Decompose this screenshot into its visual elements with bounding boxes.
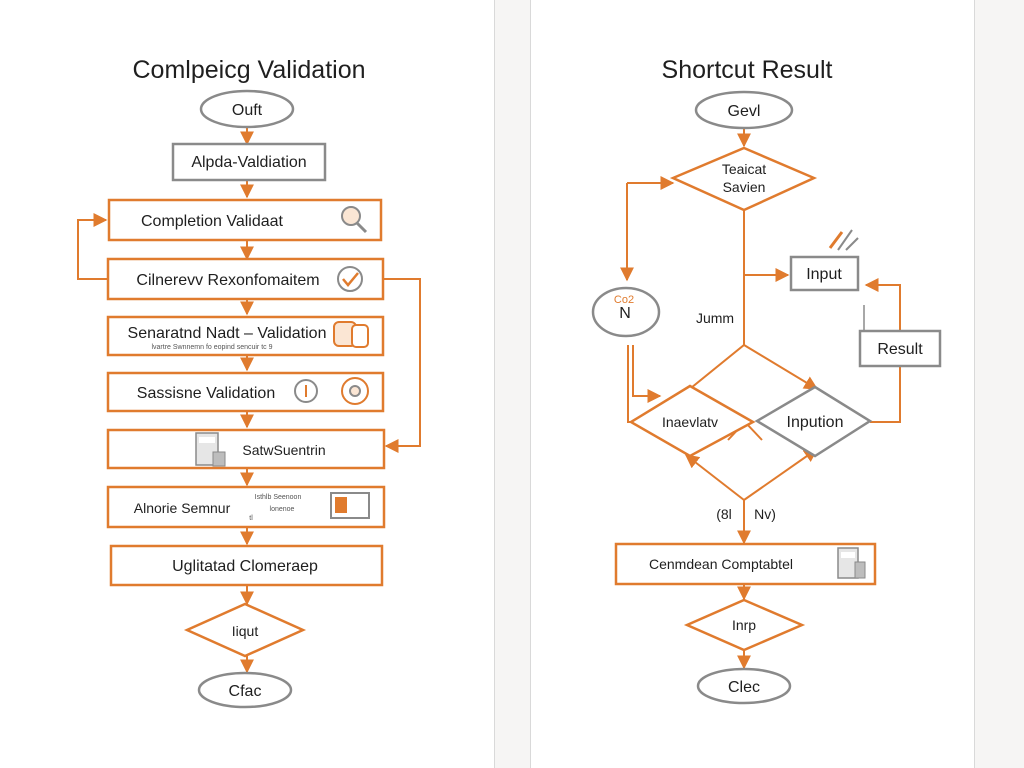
left-decision-label: Iiqut — [232, 623, 259, 639]
right-connectors — [620, 128, 901, 670]
right-input-box: Input — [789, 255, 860, 292]
left-start-node: Ouft — [199, 89, 295, 129]
pencil-icon — [828, 229, 859, 251]
right-bottom-box: Cenmdean Comptabtel — [614, 542, 877, 586]
left-connectors — [77, 127, 421, 674]
left-step-4: Senaratnd Nadt – Validation lvartre Swnn… — [106, 315, 385, 357]
left-step-8: Uglitatad Clomeraep — [109, 544, 384, 587]
right-decision-right: Inpution — [754, 385, 873, 458]
right-title: Shortcut Result — [662, 56, 833, 84]
left-step-4-sublabel: lvartre Swnnemn fo eopind sencuir tc 9 — [151, 344, 272, 351]
left-end-node: Cfac — [197, 671, 293, 709]
left-step-7: Alnorie Semnur Isthlb Seenoon lonenoe tl — [106, 485, 386, 529]
right-result-box: Result — [858, 329, 942, 368]
left-step-2: Completion Validaat — [107, 198, 383, 242]
right-decision-1: Teaicat Savien — [669, 146, 818, 212]
right-bottom-box-label: Cenmdean Comptabtel — [649, 556, 793, 572]
calculator-icon — [195, 432, 226, 467]
gear-icon — [341, 377, 369, 405]
right-decision-1-label: Teaicat — [722, 161, 766, 177]
left-step-6: SatwSuentrin — [106, 428, 386, 470]
right-circle-node: Co2 N — [591, 286, 661, 338]
left-step-7-label: Alnorie Semnur — [134, 500, 231, 516]
right-branch-right-label: Nv) — [754, 506, 776, 522]
left-flowchart: Comlpeicg Validation Ouft Alpda-V — [77, 56, 421, 709]
calculator-icon — [837, 547, 866, 579]
right-decision-left-label: Inaevlatv — [662, 414, 718, 430]
info-circle-icon — [294, 379, 318, 403]
panel-divider — [494, 0, 495, 768]
right-decision-1-label: Savien — [723, 179, 766, 195]
right-end-label: Clec — [728, 679, 760, 696]
right-circle-bottom-label: N — [619, 305, 631, 322]
right-start-label: Gevl — [728, 103, 761, 120]
right-input-label: Input — [806, 266, 842, 283]
left-step-1-label: Alpda-Valdiation — [191, 154, 306, 171]
document-icon — [333, 321, 369, 348]
left-step-6-label: SatwSuentrin — [242, 442, 325, 458]
right-jump-label: Jumm — [696, 310, 734, 326]
right-branch-left-label: (8l — [716, 506, 732, 522]
right-result-label: Result — [877, 341, 923, 358]
right-decision-right-label: Inpution — [787, 414, 844, 431]
right-start-node: Gevl — [694, 90, 794, 130]
left-end-label: Cfac — [229, 683, 262, 700]
right-flowchart: Shortcut Result — [591, 56, 942, 705]
panel-divider — [530, 0, 531, 768]
check-circle-icon — [337, 266, 363, 292]
right-circle-top-label: Co2 — [614, 294, 634, 306]
monitor-icon — [330, 492, 370, 519]
left-step-7-note: tl — [249, 515, 253, 522]
right-decision-left: Inaevlatv — [628, 384, 756, 458]
left-step-8-label: Uglitatad Clomeraep — [172, 558, 318, 575]
left-start-label: Ouft — [232, 102, 263, 119]
left-step-1: Alpda-Valdiation — [171, 142, 327, 182]
left-step-4-label: Senaratnd Nadt – Validation — [128, 325, 327, 342]
left-step-7-note: Isthlb Seenoon — [255, 494, 302, 501]
left-step-2-label: Completion Validaat — [141, 213, 284, 230]
left-decision: Iiqut — [183, 602, 307, 658]
magnifier-icon — [341, 206, 368, 234]
left-step-5-label: Sassisne Validation — [137, 385, 275, 402]
panel-divider — [974, 0, 975, 768]
right-end-node: Clec — [696, 667, 792, 705]
left-step-5: Sassisne Validation — [106, 371, 385, 413]
left-title: Comlpeicg Validation — [133, 56, 366, 84]
right-decision-2: Inrp — [683, 598, 806, 652]
right-decision-2-label: Inrp — [732, 617, 756, 633]
left-step-3: Cilnerevv Rexonfomaitem — [106, 257, 385, 301]
left-step-3-label: Cilnerevv Rexonfomaitem — [136, 272, 319, 289]
left-step-7-note: lonenoe — [270, 506, 295, 513]
